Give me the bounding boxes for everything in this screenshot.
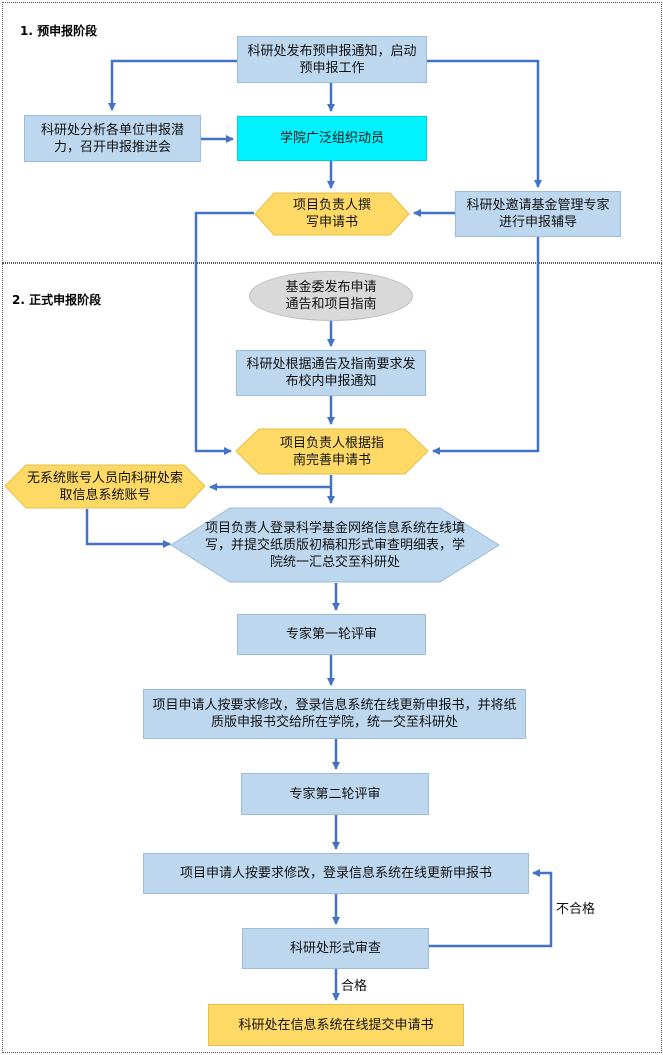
section-pre-application: [2, 2, 662, 263]
node-school-notice: 科研处根据通告及指南要求发布校内申报通知: [236, 350, 426, 396]
node-prenotice: 科研处发布预申报通知，启动预申报工作: [237, 36, 427, 83]
node-online-submit: 项目负责人登录科学基金网络信息系统在线填写，并提交纸质版初稿和形式审查明细表，学…: [170, 507, 500, 583]
node-review-round1: 专家第一轮评审: [237, 614, 426, 655]
node-revise-round1: 项目申请人按要求修改，登录信息系统在线更新申报书，并将纸质版申报书交给所在学院，…: [143, 689, 526, 739]
node-expert-guidance: 科研处邀请基金管理专家进行申报辅导: [455, 191, 621, 237]
hexagon-shape: [4, 464, 206, 509]
node-write-proposal: 项目负责人撰写申请书: [254, 192, 410, 236]
section-title-pre: 1. 预申报阶段: [20, 24, 98, 38]
section-formal-application: [2, 263, 662, 1053]
node-write-proposal-label: 项目负责人撰写申请书: [292, 198, 371, 230]
node-analyze-potential: 科研处分析各单位申报潜力，召开申报推进会: [24, 115, 201, 162]
edge-label-pass: 合格: [341, 979, 368, 994]
node-request-account-label: 无系统账号人员向科研处索取信息系统账号: [26, 470, 183, 503]
edge-label-fail: 不合格: [556, 902, 596, 917]
node-improve-proposal-label: 项目负责人根据指南完善申请书: [279, 435, 384, 468]
node-nsfc-announce: 基金委发布申请通告和项目指南: [249, 271, 413, 321]
node-request-account: 无系统账号人员向科研处索取信息系统账号: [4, 464, 206, 509]
node-final-submit: 科研处在信息系统在线提交申请书: [208, 1004, 464, 1046]
hexagon-shape: [254, 192, 410, 236]
hexagon-shape: [235, 428, 429, 475]
node-online-submit-label: 项目负责人登录科学基金网络信息系统在线填写，并提交纸质版初稿和形式审查明细表，学…: [204, 520, 465, 570]
section-title-formal: 2. 正式申报阶段: [12, 293, 102, 307]
hexagon-shape: [170, 507, 500, 583]
node-review-round2: 专家第二轮评审: [241, 773, 429, 815]
node-revise-round2: 项目申请人按要求修改，登录信息系统在线更新申报书: [143, 853, 529, 894]
node-format-check: 科研处形式审查: [242, 928, 429, 969]
node-college-mobilize: 学院广泛组织动员: [237, 116, 427, 161]
node-improve-proposal: 项目负责人根据指南完善申请书: [235, 428, 429, 475]
